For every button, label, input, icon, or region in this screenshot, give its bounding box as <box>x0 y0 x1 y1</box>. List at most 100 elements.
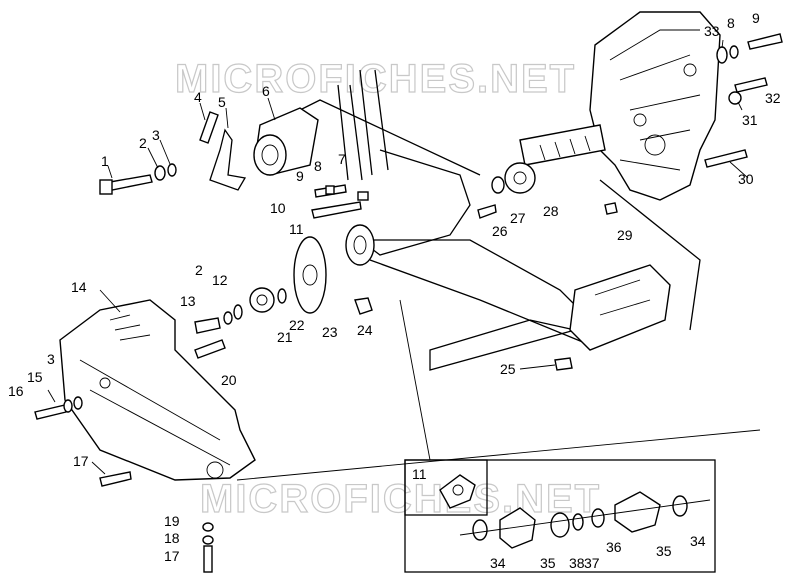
callout-38: 38 <box>569 555 585 571</box>
callout-36: 36 <box>606 539 622 555</box>
callout-32: 32 <box>765 90 781 106</box>
callout-leaders <box>47 39 749 475</box>
washer-15 <box>63 399 73 413</box>
sprocket-21 <box>249 287 275 313</box>
callout-22: 22 <box>289 317 305 333</box>
nut-24 <box>354 297 373 315</box>
callout-4: 4 <box>194 89 202 105</box>
belt-guard-14 <box>59 299 256 481</box>
washer-18 <box>202 535 214 545</box>
callout-11b: 11 <box>412 466 427 482</box>
nut-8 <box>325 185 335 195</box>
callout-23: 23 <box>322 324 338 340</box>
leader-lines <box>236 299 761 481</box>
washer-12 <box>233 304 243 320</box>
bracket-5 <box>209 128 247 191</box>
callout-20: 20 <box>221 372 237 388</box>
bolt-26 <box>477 204 497 219</box>
callout-34b: 34 <box>690 533 706 549</box>
callout-3a: 3 <box>152 127 160 143</box>
callout-11a: 11 <box>289 221 304 237</box>
callout-9a: 9 <box>296 168 304 184</box>
washer-33 <box>716 46 728 64</box>
washer-27 <box>491 176 505 194</box>
exhaust-cylinder <box>569 264 671 351</box>
washer-22 <box>277 288 287 304</box>
callout-8a: 8 <box>314 158 322 174</box>
housing-35b <box>614 491 661 533</box>
callout-13: 13 <box>180 293 196 309</box>
bolt-1 <box>99 174 153 195</box>
washer-2 <box>154 165 166 181</box>
bolt-9b <box>747 33 783 50</box>
watermark-top: MICROFICHES.NET <box>175 57 576 101</box>
callout-17b: 17 <box>164 548 180 564</box>
bearing-34a <box>472 519 488 541</box>
callout-27: 27 <box>510 210 526 226</box>
callout-35a: 35 <box>540 555 556 571</box>
callout-21: 21 <box>277 329 293 345</box>
callout-28: 28 <box>543 203 559 219</box>
callout-31: 31 <box>742 112 758 128</box>
housing-35a <box>499 507 536 549</box>
inset-detail-box <box>404 459 716 573</box>
hub-11 <box>345 224 375 266</box>
washer-19 <box>202 522 214 532</box>
callout-26: 26 <box>492 223 508 239</box>
callout-30: 30 <box>738 171 754 187</box>
callout-24: 24 <box>357 322 373 338</box>
callout-16: 16 <box>8 383 24 399</box>
callout-3b: 3 <box>47 351 55 367</box>
callout-labels: 1 2 3 4 5 6 7 8 9 10 11 2 12 13 14 3 15 … <box>8 10 781 571</box>
washer-8b <box>729 45 739 59</box>
spacer-38 <box>550 512 570 538</box>
callout-1: 1 <box>101 153 109 169</box>
callout-6: 6 <box>262 83 270 99</box>
bolt-32 <box>734 77 768 93</box>
callout-10: 10 <box>270 200 286 216</box>
bearing-34b <box>672 495 688 517</box>
callout-18: 18 <box>164 530 180 546</box>
bracket-25 <box>554 357 573 371</box>
callout-7: 7 <box>338 151 346 167</box>
callout-35b: 35 <box>656 543 672 559</box>
callout-25: 25 <box>500 361 516 377</box>
bolt-10 <box>311 201 362 219</box>
callout-2b: 2 <box>195 262 203 278</box>
callout-29: 29 <box>617 227 633 243</box>
bolt-30 <box>704 149 748 168</box>
watermark-bottom: MICROFICHES.NET <box>200 477 601 521</box>
nut-7 <box>357 191 369 201</box>
callout-17a: 17 <box>73 453 89 469</box>
callout-34a: 34 <box>490 555 506 571</box>
callout-19: 19 <box>164 513 180 529</box>
sprocket-28 <box>504 162 536 194</box>
callout-33: 33 <box>704 23 720 39</box>
bolt-17b <box>203 545 213 573</box>
ring-37 <box>572 513 584 531</box>
callout-9b: 9 <box>752 10 760 26</box>
motor-6 <box>253 107 319 176</box>
nut-31 <box>728 91 742 105</box>
callout-15: 15 <box>27 369 43 385</box>
callout-8b: 8 <box>727 15 735 31</box>
inset-hub-11 <box>439 474 476 509</box>
clip-4 <box>199 111 219 144</box>
callout-12: 12 <box>212 272 228 288</box>
washer-2b <box>223 311 233 325</box>
callout-2a: 2 <box>139 135 147 151</box>
bolt-16 <box>34 404 67 420</box>
callout-14: 14 <box>71 279 87 295</box>
pin-20 <box>194 339 226 359</box>
main-shaft <box>519 124 606 166</box>
sheave-23 <box>293 236 327 314</box>
nut-29 <box>604 202 618 215</box>
callout-5: 5 <box>218 94 226 110</box>
washer-3 <box>167 163 177 177</box>
bearing-36 <box>591 508 605 528</box>
bolt-13 <box>194 317 221 334</box>
transmission-housing <box>589 11 721 201</box>
bolt-17a <box>99 471 132 487</box>
callout-37: 37 <box>584 555 600 571</box>
